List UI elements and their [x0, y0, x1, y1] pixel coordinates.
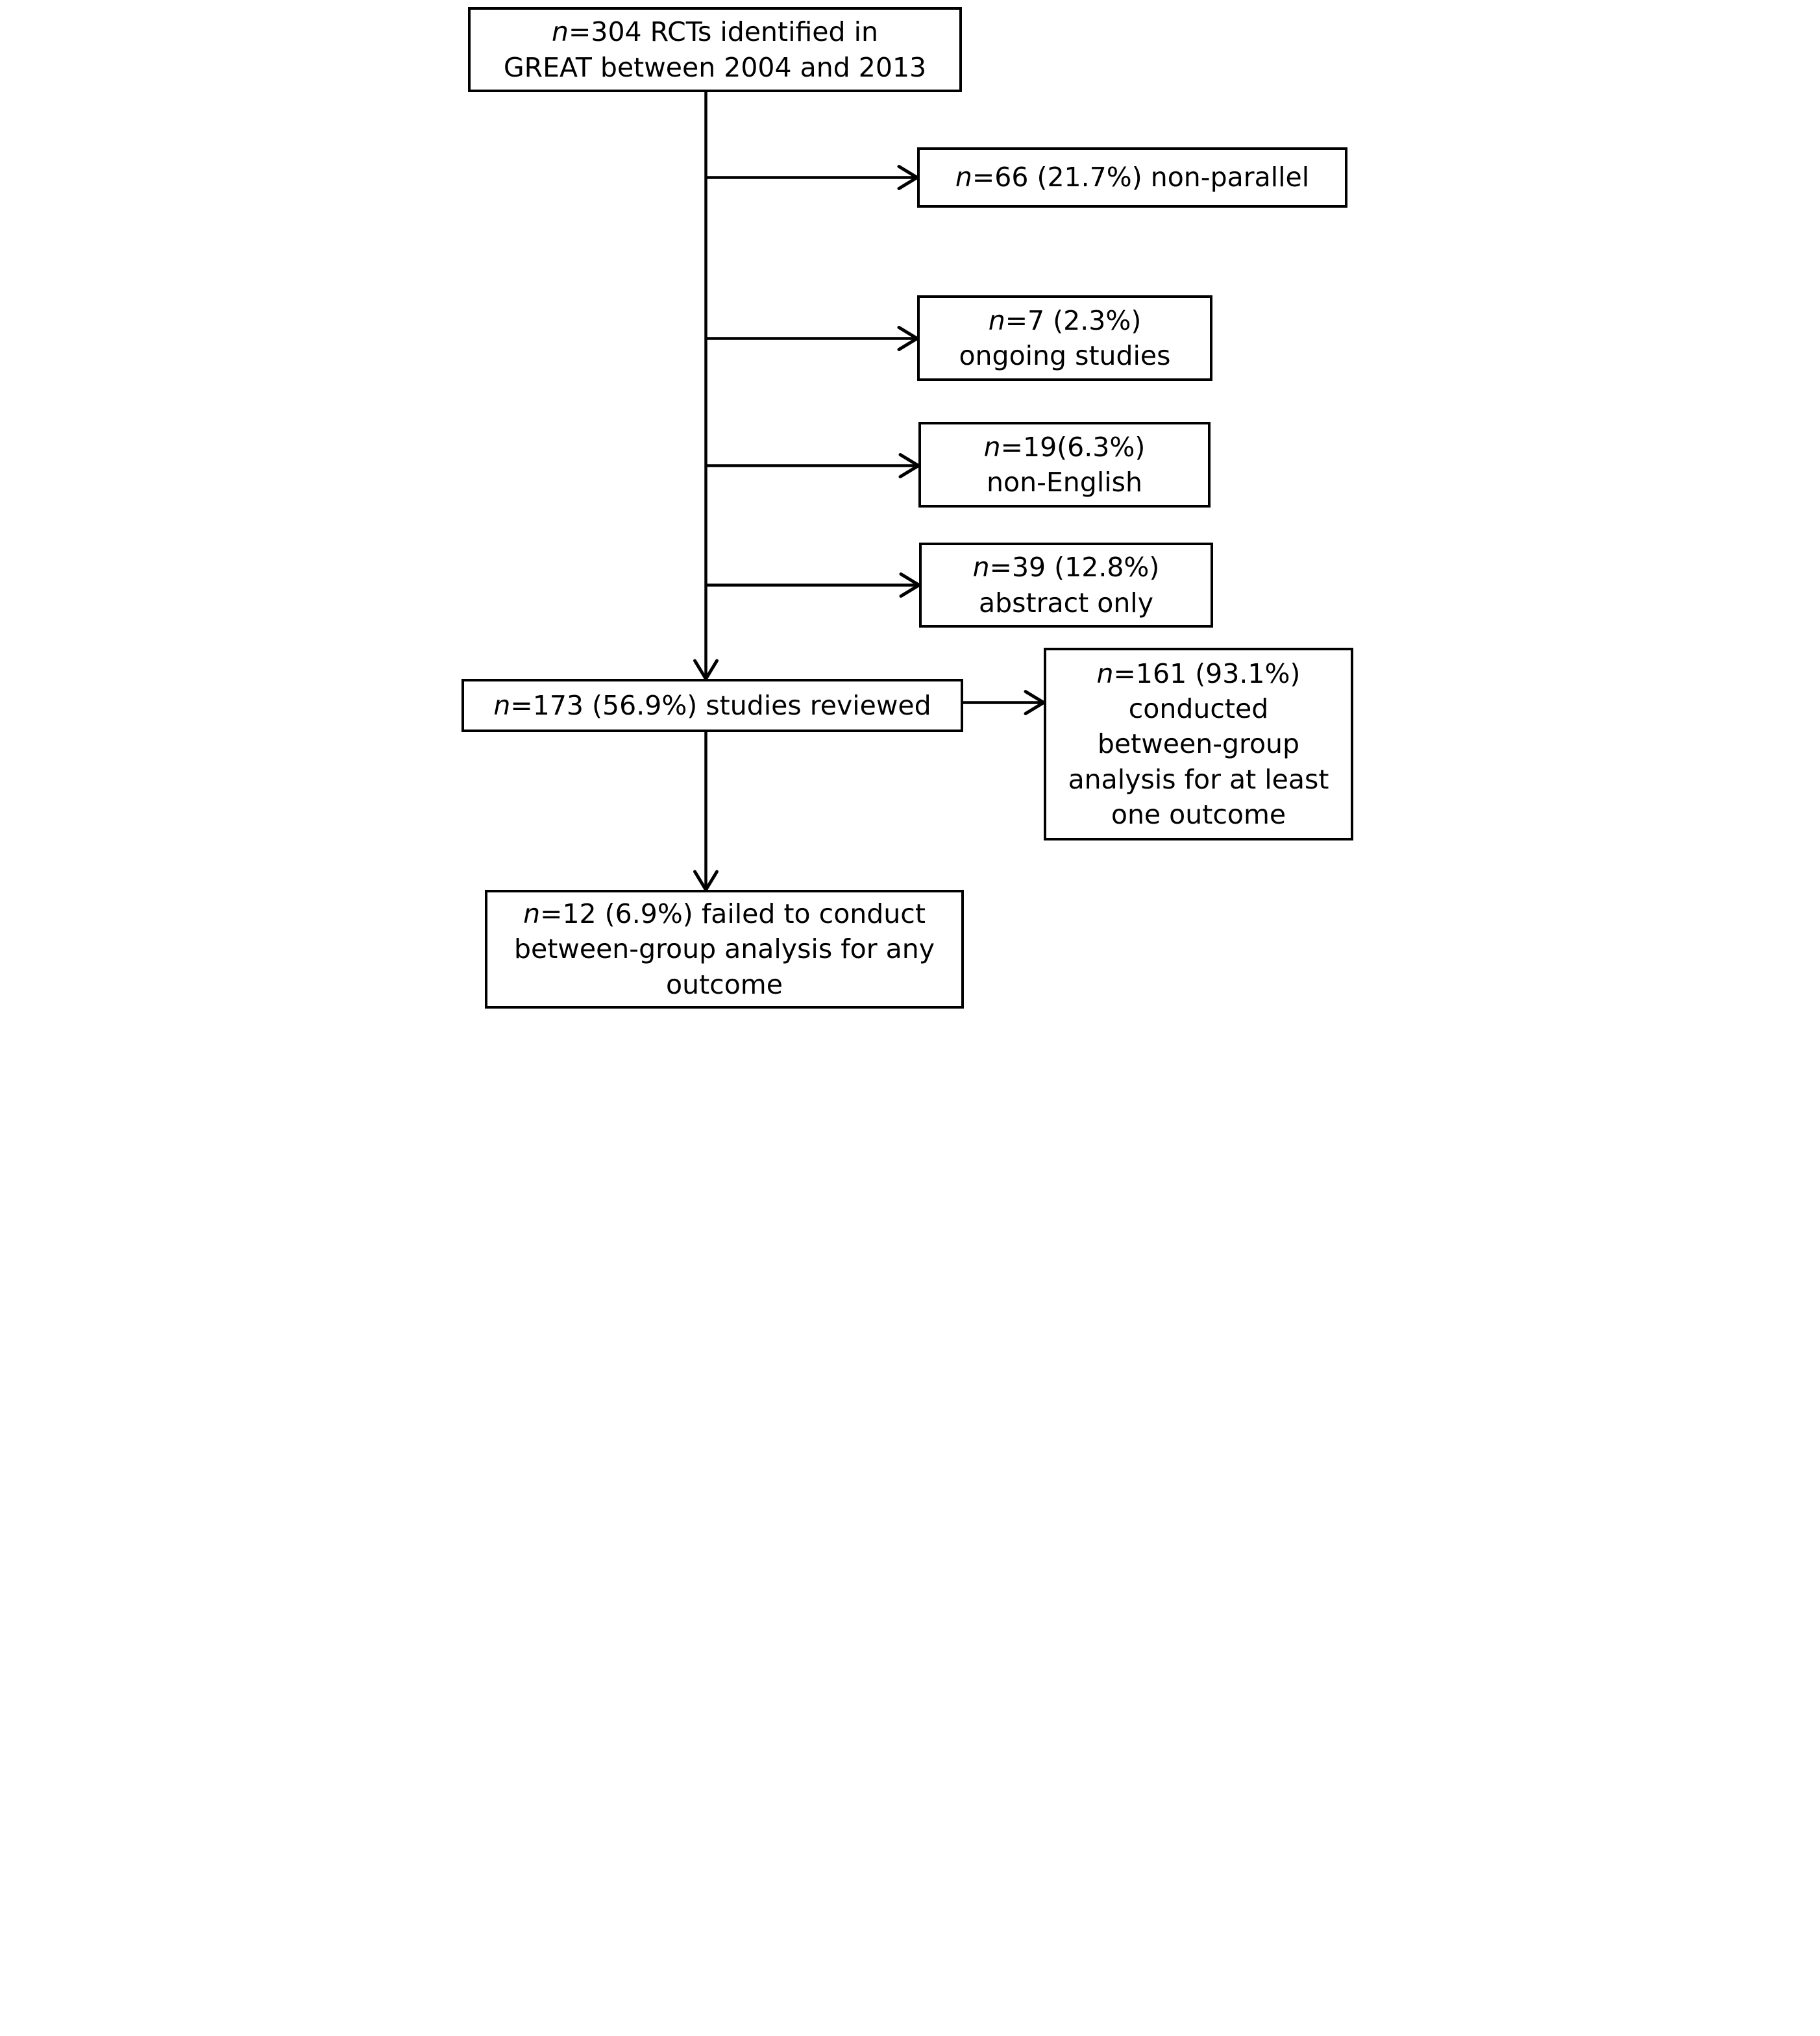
- box-text-line: non-English: [987, 465, 1142, 500]
- box-text-line: between-group analysis for any: [514, 931, 935, 966]
- box-text-line: one outcome: [1111, 797, 1286, 832]
- line-text: between-group: [1097, 728, 1300, 760]
- italic-n: n: [523, 898, 541, 930]
- line-text: =66 (21.7%) non-parallel: [972, 162, 1310, 193]
- between-group-analysis-box: n=161 (93.1%) conducted between-group an…: [1044, 648, 1353, 840]
- italic-n: n: [988, 304, 1005, 336]
- line-text: =304 RCTs identified in: [569, 16, 878, 48]
- line-text: outcome: [666, 968, 783, 1000]
- line-text: conducted: [1128, 693, 1269, 725]
- box-text-line: between-group: [1098, 726, 1299, 761]
- line-text: =173 (56.9%) studies reviewed: [510, 689, 931, 721]
- box-text-line: n=66 (21.7%) non-parallel: [955, 160, 1309, 195]
- line-text: GREAT between 2004 and 2013: [503, 51, 927, 83]
- line-text: =19(6.3%): [1000, 431, 1146, 463]
- box-text-line: abstract only: [979, 585, 1153, 620]
- box-text-line: n=7 (2.3%): [989, 303, 1142, 338]
- studies-reviewed-box: n=173 (56.9%) studies reviewed: [461, 679, 963, 732]
- line-text: one outcome: [1111, 798, 1286, 830]
- box-text-line: n=12 (6.9%) failed to conduct: [523, 896, 926, 931]
- italic-n: n: [955, 162, 972, 193]
- box-text-line: conducted: [1129, 691, 1269, 726]
- italic-n: n: [552, 16, 569, 48]
- line-text: between-group analysis for any: [513, 933, 935, 965]
- line-text: =39 (12.8%): [989, 552, 1160, 583]
- line-text: abstract only: [979, 587, 1153, 619]
- identified-rcts-box: n=304 RCTs identified in GREAT between 2…: [468, 7, 962, 92]
- italic-n: n: [493, 689, 511, 721]
- box-text-line: outcome: [666, 967, 783, 1002]
- line-text: =161 (93.1%): [1113, 658, 1301, 690]
- box-text-line: n=304 RCTs identified in: [552, 14, 878, 49]
- italic-n: n: [983, 431, 1001, 463]
- box-text-line: GREAT between 2004 and 2013: [504, 50, 926, 85]
- box-text-line: n=39 (12.8%): [973, 550, 1160, 585]
- ongoing-studies-box: n=7 (2.3%) ongoing studies: [917, 295, 1212, 381]
- box-text-line: n=19(6.3%): [984, 430, 1146, 465]
- line-text: =12 (6.9%) failed to conduct: [540, 898, 926, 930]
- box-text-line: n=173 (56.9%) studies reviewed: [493, 688, 931, 723]
- line-text: ongoing studies: [959, 340, 1171, 371]
- line-text: non-English: [987, 467, 1142, 498]
- failed-to-conduct-box: n=12 (6.9%) failed to conduct between-gr…: [485, 890, 964, 1009]
- italic-n: n: [972, 552, 990, 583]
- line-text: =7 (2.3%): [1005, 304, 1142, 336]
- abstract-only-box: n=39 (12.8%) abstract only: [919, 543, 1213, 628]
- box-text-line: n=161 (93.1%): [1097, 656, 1301, 691]
- box-text-line: ongoing studies: [959, 338, 1170, 373]
- non-parallel-box: n=66 (21.7%) non-parallel: [917, 147, 1347, 208]
- line-text: analysis for at least: [1068, 763, 1329, 795]
- flow-diagram-canvas: n=304 RCTs identified in GREAT between 2…: [455, 0, 1365, 1018]
- italic-n: n: [1096, 658, 1114, 690]
- non-english-box: n=19(6.3%) non-English: [918, 422, 1211, 508]
- box-text-line: analysis for at least: [1068, 762, 1329, 797]
